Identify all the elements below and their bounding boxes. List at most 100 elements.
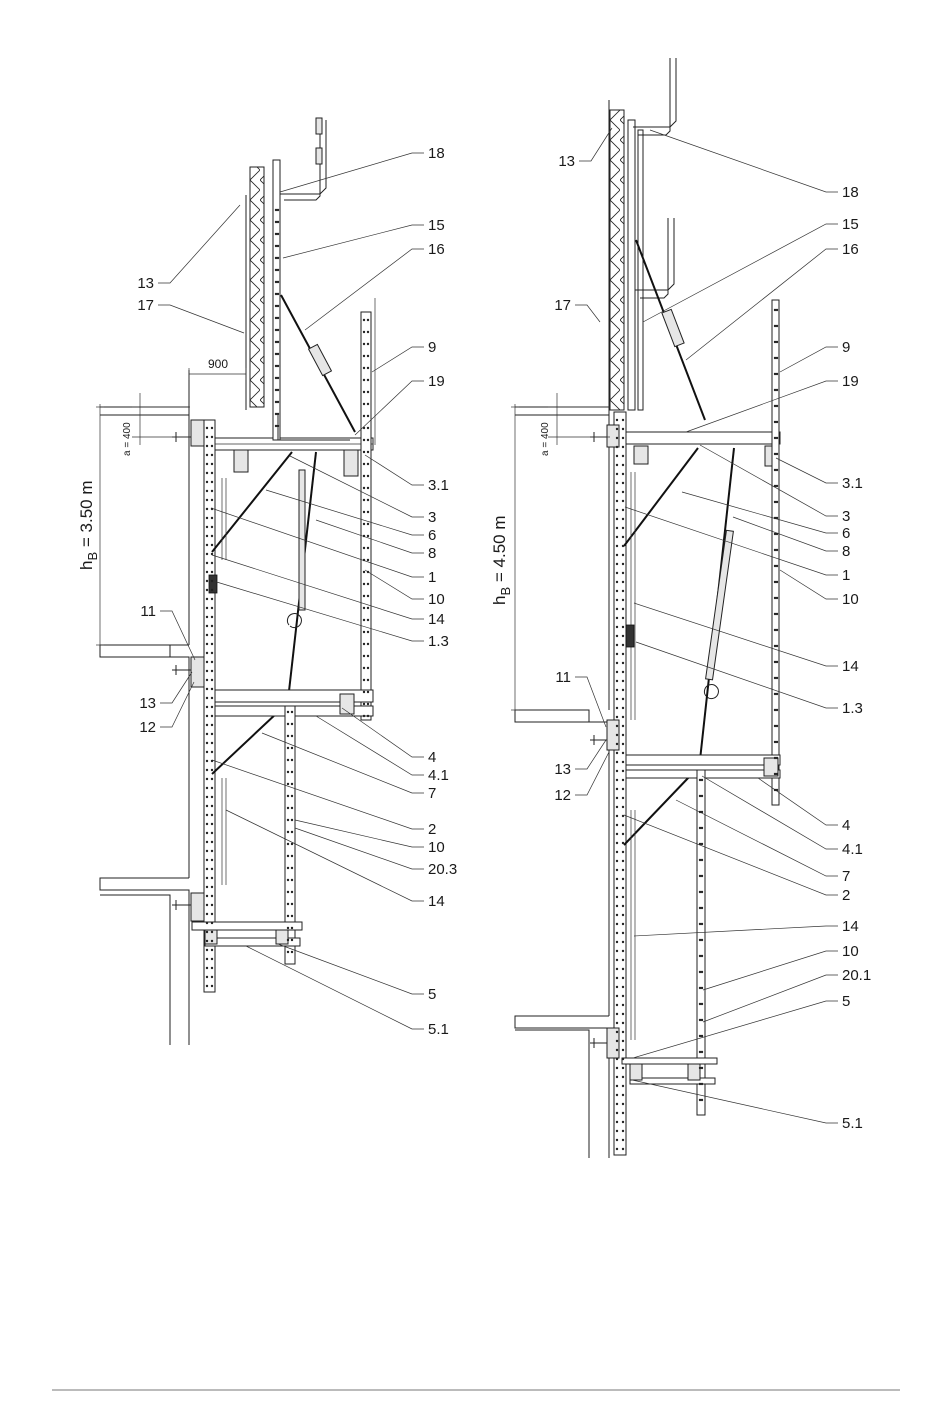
right-callout-0: 13 <box>558 153 575 170</box>
right-leader-3 <box>686 249 838 360</box>
left-leader-3 <box>158 205 240 283</box>
left-leader-19 <box>316 716 424 775</box>
right-leader-26 <box>632 1080 838 1123</box>
right-leader-1 <box>650 130 838 192</box>
right-leader-19 <box>702 776 838 849</box>
right-callout-17: 12 <box>554 787 571 804</box>
right-leader-5 <box>780 347 838 372</box>
left-leader-12 <box>365 570 424 599</box>
right-leader-6 <box>686 381 838 432</box>
right-callout-2: 15 <box>842 216 859 233</box>
left-callout-25: 5 <box>428 986 436 1003</box>
left-leader-0 <box>280 153 424 192</box>
left-callout-20: 7 <box>428 785 436 802</box>
left-callout-1: 15 <box>428 217 445 234</box>
right-outer-upright <box>772 300 779 805</box>
right-leader-18 <box>758 778 838 825</box>
right-formwork-truss <box>610 58 705 420</box>
left-leader-24 <box>226 810 424 901</box>
right-leader-4 <box>575 305 600 322</box>
left-callout-15: 11 <box>140 603 156 620</box>
right-callout-24: 20.1 <box>842 967 871 984</box>
right-leader-10 <box>733 517 838 551</box>
left-callout-21: 2 <box>428 821 436 838</box>
right-dim-a: a = 400 <box>540 422 551 456</box>
left-view: a = 400 900 hB = 3.50 m 18151613179193.1… <box>77 118 457 1045</box>
right-callout-22: 14 <box>842 918 859 935</box>
left-leader-11 <box>211 508 424 577</box>
left-leader-1 <box>283 225 424 258</box>
left-upper-platform <box>215 438 373 476</box>
left-dim-900: 900 <box>208 357 228 371</box>
left-hb-symbol: h <box>77 561 96 570</box>
left-callout-14: 1.3 <box>428 633 449 650</box>
right-building-wall <box>515 100 609 1158</box>
left-callout-8: 3 <box>428 509 436 526</box>
right-callout-8: 3 <box>842 508 850 525</box>
right-callout-16: 13 <box>554 761 571 778</box>
right-callout-15: 11 <box>555 669 571 686</box>
right-callout-3: 16 <box>842 241 859 258</box>
left-callout-4: 17 <box>137 297 154 314</box>
left-callout-16: 13 <box>139 695 156 712</box>
left-leader-9 <box>266 490 424 535</box>
left-hb-sub: B <box>85 552 100 561</box>
left-callout-3: 13 <box>137 275 154 292</box>
right-leader-12 <box>780 570 838 599</box>
right-callout-7: 3.1 <box>842 475 863 492</box>
left-callout-6: 19 <box>428 373 445 390</box>
right-callout-13: 14 <box>842 658 859 675</box>
left-hb-value: = 3.50 m <box>77 481 96 552</box>
right-callout-10: 8 <box>842 543 850 560</box>
left-callout-5: 9 <box>428 339 436 356</box>
left-leader-15 <box>160 611 195 660</box>
left-formwork-truss <box>246 118 355 440</box>
left-callout-0: 18 <box>428 145 445 162</box>
right-hb-symbol: h <box>490 596 509 605</box>
left-leader-23 <box>295 828 424 869</box>
left-callout-11: 1 <box>428 569 436 586</box>
right-callout-12: 10 <box>842 591 859 608</box>
left-leader-14 <box>210 580 424 641</box>
left-dim-a: a = 400 <box>122 422 133 456</box>
left-height-label: hB = 3.50 m <box>77 481 100 571</box>
right-height-label: hB = 4.50 m <box>490 516 513 606</box>
left-callout-17: 12 <box>139 719 156 736</box>
left-climbing-shoes <box>172 420 204 921</box>
right-leader-16 <box>575 740 606 769</box>
right-leader-14 <box>636 642 838 708</box>
left-callout-7: 3.1 <box>428 477 449 494</box>
right-callout-11: 1 <box>842 567 850 584</box>
right-callout-1: 18 <box>842 184 859 201</box>
left-callout-9: 6 <box>428 527 436 544</box>
left-callout-12: 10 <box>428 591 445 608</box>
right-callout-9: 6 <box>842 525 850 542</box>
right-callout-25: 5 <box>842 993 850 1010</box>
right-hb-sub: B <box>498 587 513 596</box>
right-dimensions <box>511 393 610 710</box>
left-callout-23: 20.3 <box>428 861 457 878</box>
right-leader-23 <box>703 951 838 990</box>
right-leader-7 <box>776 458 838 483</box>
right-upper-platform <box>626 432 780 466</box>
right-leader-21 <box>624 815 838 895</box>
right-leader-22 <box>634 926 838 936</box>
right-callout-4: 17 <box>554 297 571 314</box>
right-hb-value: = 4.50 m <box>490 516 509 587</box>
left-leader-4 <box>158 305 244 333</box>
right-callout-20: 7 <box>842 868 850 885</box>
left-callout-2: 16 <box>428 241 445 258</box>
left-leader-7 <box>365 455 424 485</box>
left-leaders: 18151613179193.1368110141.311131244.1721… <box>137 145 457 1038</box>
right-callout-6: 19 <box>842 373 859 390</box>
right-leader-0 <box>579 128 612 161</box>
left-callout-10: 8 <box>428 545 436 562</box>
right-leader-15 <box>575 677 606 727</box>
right-callout-18: 4 <box>842 817 850 834</box>
left-dimensions <box>96 368 246 645</box>
right-view: a = 400 hB = 4.50 m 13181516179193.13681… <box>490 58 871 1158</box>
right-leader-2 <box>643 224 838 322</box>
right-callout-5: 9 <box>842 339 850 356</box>
left-callout-26: 5.1 <box>428 1021 449 1038</box>
right-callout-21: 2 <box>842 887 850 904</box>
